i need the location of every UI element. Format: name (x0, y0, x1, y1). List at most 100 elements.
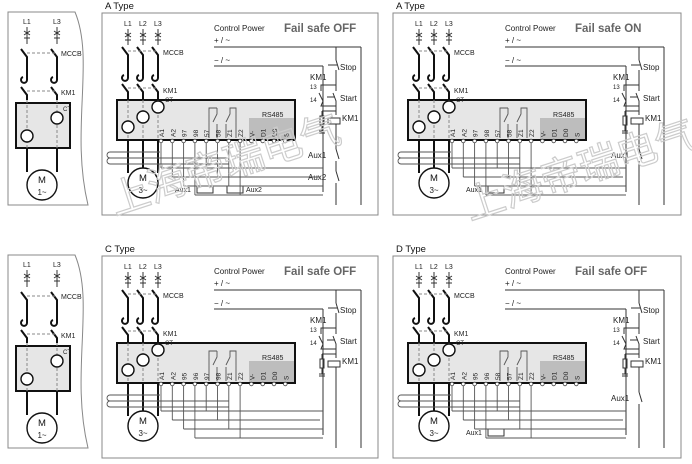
km1-coil-icon (630, 360, 644, 368)
line-label: L2 (430, 264, 438, 271)
km1-hold-label: KM1 (310, 316, 327, 325)
motor-phase-label: 3~ (429, 186, 438, 195)
relay-contact-icon (499, 107, 509, 138)
km1-hold-contact-icon (621, 84, 639, 107)
km1-blade (136, 83, 144, 100)
km1-14-label: 14 (613, 98, 620, 104)
control-power-label: Control Power (214, 267, 265, 276)
terminal-label: 98 (484, 129, 491, 137)
ct-icon (442, 100, 456, 114)
km1-blade (50, 86, 58, 100)
aux-contact-icon (335, 148, 340, 160)
plus-label: + / ~ (214, 36, 230, 45)
terminal-point (472, 138, 477, 144)
km1-blade (136, 326, 144, 343)
ct-label: CT (165, 341, 173, 347)
terminal-label: D0 (563, 371, 570, 380)
rs485-label: RS485 (262, 112, 284, 119)
thermal-hook-icon (151, 315, 159, 325)
terminal-label: D0 (272, 128, 279, 137)
terminal-point (158, 138, 164, 144)
motor-label: M (430, 416, 438, 427)
fail-safe-label: Fail safe OFF (284, 266, 356, 278)
terminal-label: 57 (204, 129, 211, 137)
line-label: L1 (23, 19, 31, 26)
terminal-label: Z2 (238, 129, 245, 137)
ct-label: CT (63, 350, 71, 356)
terminal-point (249, 138, 254, 144)
km1-blade (151, 326, 159, 343)
terminal-label: V- (540, 131, 547, 137)
terminal-point (203, 138, 209, 144)
relay-contact-icon (499, 350, 509, 381)
ct-label: CT (456, 341, 464, 347)
breaker-cross-icon (53, 273, 61, 279)
line-label: L3 (53, 262, 61, 269)
mccb-label: MCCB (454, 50, 475, 57)
terminal-label: D1 (552, 128, 559, 137)
ct-icon (50, 111, 64, 125)
terminal-label: Z1 (227, 129, 234, 137)
terminal-label: 58 (495, 372, 502, 380)
km1-blade (442, 326, 450, 343)
breaker-cross-icon (23, 273, 31, 279)
terminal-label: V- (249, 374, 256, 380)
terminal-point (540, 381, 545, 387)
breaker-cross-icon (154, 32, 162, 38)
motor-phase-label: 3~ (138, 186, 147, 195)
ct-icon (50, 354, 64, 368)
rc-snubber-icon (319, 354, 325, 377)
mccb-label: MCCB (61, 51, 82, 58)
km1-14-label: 14 (310, 341, 317, 347)
contact-gap (334, 149, 339, 161)
terminal-label: D0 (272, 371, 279, 380)
terminal-point (574, 381, 579, 387)
thermal-hook-icon (20, 74, 28, 84)
breaker-cross-icon (415, 275, 423, 281)
line-label: L1 (124, 264, 132, 271)
terminal-label: 58 (507, 129, 514, 137)
aux-contact-label: Aux1 (308, 151, 327, 160)
contactor-label: KM1 (454, 331, 469, 338)
breaker-cross-icon (139, 275, 147, 281)
terminal-point (517, 138, 522, 144)
aux-coil-label: Aux1 (466, 187, 482, 194)
fail-safe-label: Fail safe OFF (284, 23, 356, 35)
mccb-blade (121, 46, 129, 72)
terminal-point (517, 381, 522, 387)
motor-label: M (38, 175, 46, 186)
ct-icon (151, 343, 165, 357)
contact-gap (334, 171, 339, 183)
stop-label: Stop (643, 306, 660, 315)
terminal-point (271, 381, 277, 387)
terminal-point (483, 381, 489, 387)
km1-blade (427, 326, 435, 343)
thermal-hook-icon (442, 72, 450, 82)
line-label: L3 (154, 264, 162, 271)
stop-button-icon (328, 302, 340, 314)
ct-label: CT (165, 98, 173, 104)
terminal-point (540, 138, 545, 144)
terminal-point (528, 138, 534, 144)
terminal-label: 58 (216, 129, 223, 137)
contactor-label: KM1 (61, 90, 76, 97)
start-label: Start (340, 94, 358, 103)
terminal-point (528, 381, 534, 387)
terminal-label: V- (249, 131, 256, 137)
breaker-cross-icon (23, 30, 31, 36)
terminal-label: 95 (182, 372, 189, 380)
mccb-blade (20, 48, 28, 74)
terminal-point (192, 381, 198, 387)
mccb-blade (412, 46, 420, 72)
start-label: Start (643, 94, 661, 103)
aux-contact-label: Aux1 (611, 394, 630, 403)
stop-label: Stop (340, 306, 357, 315)
terminal-point (506, 381, 511, 387)
start-button-icon (327, 328, 337, 358)
terminal-point (181, 381, 186, 387)
breaker-cross-icon (445, 275, 453, 281)
ct-icon (20, 372, 34, 386)
